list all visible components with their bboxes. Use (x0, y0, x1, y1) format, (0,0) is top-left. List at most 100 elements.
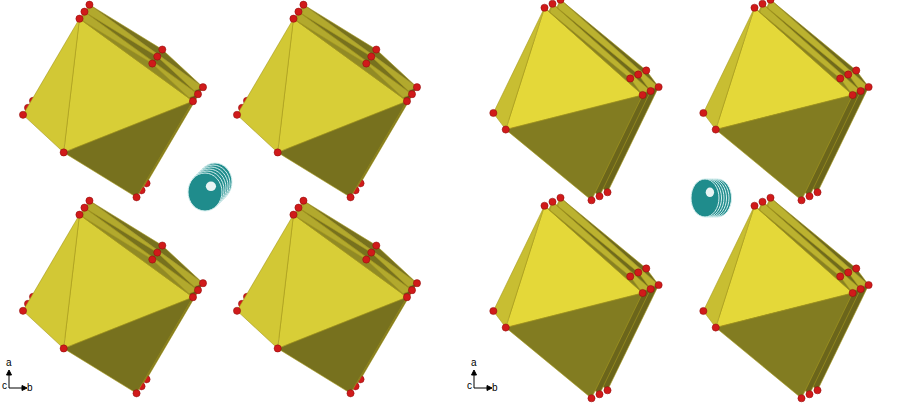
oxygen-atom (290, 211, 297, 218)
oxygen-atom (557, 194, 564, 201)
oxygen-atom (865, 83, 872, 90)
oxygen-atom (149, 60, 156, 67)
oxygen-atom (541, 4, 548, 11)
oxygen-atom (845, 71, 852, 78)
oxygen-atom (347, 194, 354, 201)
oxygen-atom (798, 197, 805, 204)
oxygen-atom (627, 75, 634, 82)
oxygen-atom (159, 46, 166, 53)
oxygen-atom (853, 67, 860, 74)
oxygen-atom (759, 0, 766, 7)
octahedron (700, 202, 856, 402)
oxygen-atom (639, 91, 646, 98)
axis-triad-left (7, 370, 28, 391)
oxygen-atom (133, 194, 140, 201)
oxygen-atom (596, 391, 603, 398)
oxygen-atom (502, 324, 509, 331)
oxygen-atom (199, 280, 206, 287)
axis-label: c (2, 381, 7, 391)
oxygen-atom (655, 83, 662, 90)
oxygen-atom (300, 1, 307, 8)
oxygen-atom (413, 84, 420, 91)
oxygen-atom (837, 273, 844, 280)
oxygen-atom (373, 242, 380, 249)
octahedron-face (293, 215, 407, 298)
octahedron-face (79, 19, 193, 102)
oxygen-atom (363, 60, 370, 67)
oxygen-atom (81, 204, 88, 211)
oxygen-atom (853, 265, 860, 272)
oxygen-atom (798, 395, 805, 402)
octahedron-face (237, 19, 293, 153)
octahedron (700, 4, 856, 204)
oxygen-atom (549, 0, 556, 7)
oxygen-atom (408, 287, 415, 294)
oxygen-atom (154, 249, 161, 256)
oxygen-atom (76, 15, 83, 22)
octahedron (233, 15, 410, 201)
oxygen-atom (347, 390, 354, 397)
oxygen-atom (149, 256, 156, 263)
oxygen-atom (712, 324, 719, 331)
oxygen-atom (194, 287, 201, 294)
octahedron-face (64, 101, 193, 197)
oxygen-atom (403, 294, 410, 301)
octahedron-face (278, 297, 407, 393)
oxygen-atom (635, 269, 642, 276)
oxygen-atom (295, 204, 302, 211)
oxygen-atom (413, 280, 420, 287)
oxygen-atom (86, 1, 93, 8)
axis-label: b (492, 383, 498, 393)
octahedron-face (64, 297, 193, 393)
oxygen-atom (274, 345, 281, 352)
oxygen-atom (76, 211, 83, 218)
octahedron-face (755, 206, 853, 293)
octahedron-face (703, 206, 754, 328)
oxygen-atom (408, 91, 415, 98)
oxygen-atom (300, 197, 307, 204)
axis-label: b (27, 383, 33, 393)
oxygen-atom (849, 91, 856, 98)
oxygen-atom (751, 202, 758, 209)
oxygen-atom (549, 198, 556, 205)
oxygen-atom (86, 197, 93, 204)
oxygen-atom (403, 98, 410, 105)
oxygen-atom (635, 71, 642, 78)
octahedron (708, 0, 864, 200)
octahedron-face (79, 215, 193, 298)
octahedron-face (545, 206, 643, 293)
oxygen-atom (60, 149, 67, 156)
oxygen-atom (845, 269, 852, 276)
octahedron-face (23, 215, 79, 349)
oxygen-atom (490, 109, 497, 116)
oxygen-atom (596, 193, 603, 200)
octahedron (19, 15, 196, 201)
octahedron-face (506, 293, 643, 398)
octahedron (233, 211, 410, 397)
oxygen-atom (368, 249, 375, 256)
octahedron-face (716, 293, 853, 398)
octahedron (490, 202, 646, 402)
oxygen-atom (767, 194, 774, 201)
oxygen-atom (60, 345, 67, 352)
axis-label: a (6, 358, 12, 368)
oxygen-atom (233, 111, 240, 118)
oxygen-atom (700, 109, 707, 116)
axis-triad-right (472, 370, 493, 391)
oxygen-atom (604, 189, 611, 196)
oxygen-atom (541, 202, 548, 209)
oxygen-atom (639, 289, 646, 296)
oxygen-atom (159, 242, 166, 249)
octahedron (19, 211, 196, 397)
octahedron (498, 198, 654, 398)
oxygen-atom (604, 387, 611, 394)
highlight (706, 188, 714, 198)
octahedron-face (506, 95, 643, 200)
octahedron-face (493, 206, 544, 328)
octahedron-face (545, 8, 643, 95)
oxygen-atom (274, 149, 281, 156)
octahedron-face (755, 8, 853, 95)
octahedron-face (23, 19, 79, 153)
